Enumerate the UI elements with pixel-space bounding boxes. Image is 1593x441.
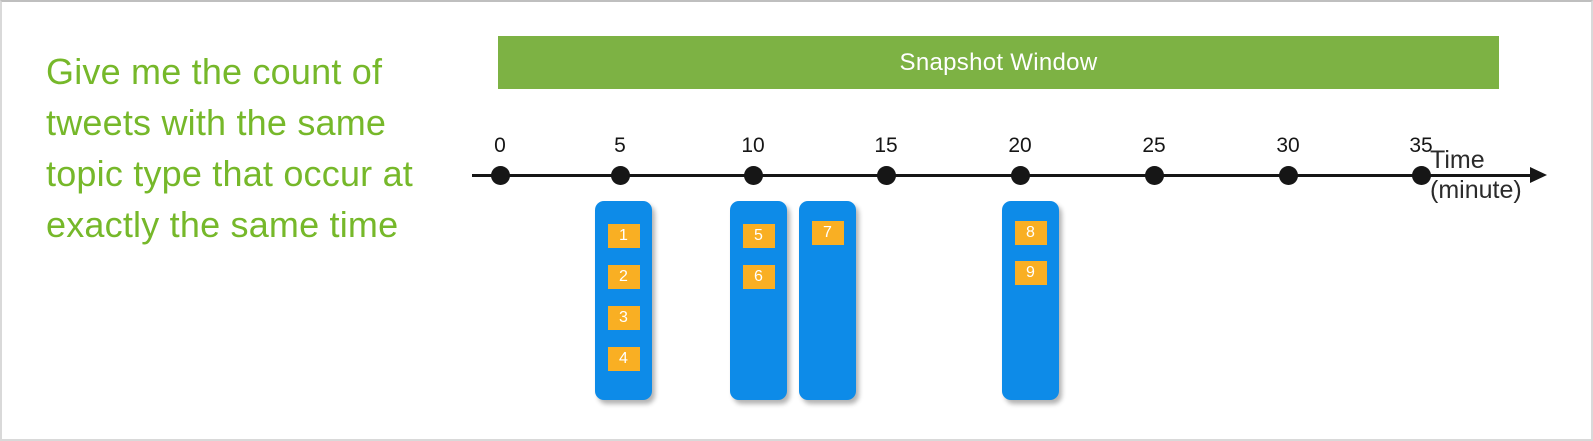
event-box[interactable]: 5 xyxy=(742,224,775,248)
axis-tick-dot xyxy=(876,166,896,185)
event-box[interactable]: 1 xyxy=(607,224,640,248)
event-box[interactable]: 8 xyxy=(1014,221,1047,245)
axis-tick-label: 35 xyxy=(1409,134,1433,157)
column-t10-b[interactable]: 7 xyxy=(799,201,856,400)
axis-title: Time (minute) xyxy=(1430,145,1522,205)
event-box[interactable]: 4 xyxy=(607,347,640,371)
axis-tick-dot xyxy=(1278,166,1298,185)
time-axis-line xyxy=(472,174,1540,177)
event-box[interactable]: 7 xyxy=(811,221,844,245)
axis-tick-dot xyxy=(743,166,763,185)
column-t5[interactable]: 1 2 3 4 xyxy=(595,201,652,400)
axis-tick-label: 0 xyxy=(494,134,506,157)
axis-tick-dot xyxy=(1411,166,1431,185)
axis-tick-label: 30 xyxy=(1276,134,1300,157)
axis-tick-dot xyxy=(610,166,630,185)
axis-tick-dot xyxy=(1010,166,1030,185)
axis-tick-label: 25 xyxy=(1142,134,1166,157)
page-title: Give me the count of tweets with the sam… xyxy=(46,51,413,245)
axis-tick-dot xyxy=(1144,166,1164,185)
axis-tick-dot xyxy=(490,166,510,185)
event-box[interactable]: 9 xyxy=(1014,261,1047,285)
event-box[interactable]: 2 xyxy=(607,265,640,289)
time-axis-arrow-icon xyxy=(1530,167,1547,183)
axis-tick-label: 15 xyxy=(874,134,898,157)
event-box[interactable]: 3 xyxy=(607,306,640,330)
axis-tick-label: 20 xyxy=(1008,134,1032,157)
axis-unit-text: (minute) xyxy=(1430,176,1522,204)
axis-tick-label: 10 xyxy=(741,134,765,157)
snapshot-window-banner: Snapshot Window xyxy=(498,36,1499,89)
snapshot-window-label: Snapshot Window xyxy=(899,48,1098,76)
event-box[interactable]: 6 xyxy=(742,265,775,289)
axis-tick-label: 5 xyxy=(614,134,626,157)
axis-title-text: Time xyxy=(1430,146,1485,174)
